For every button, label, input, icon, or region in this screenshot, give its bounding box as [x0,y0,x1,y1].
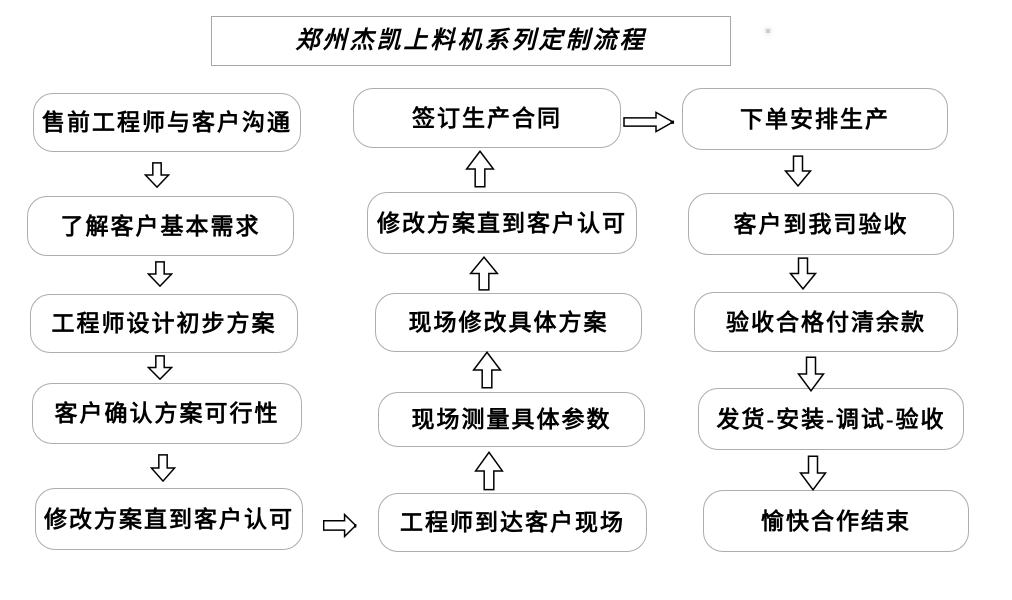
box-label: 现场修改具体方案 [408,310,609,335]
box-label: 工程师设计初步方案 [51,311,277,336]
box-label: 发货-安装-调试-验收 [716,406,946,432]
box-label: 愉快合作结束 [761,508,911,534]
box-label: 修改方案直到客户认可 [377,210,627,236]
arrow-down-icon [147,261,173,287]
box-customer-acceptance-visit: 客户到我司验收 [688,193,954,255]
arrow-down-icon [797,356,825,392]
box-presales-communication: 售前工程师与客户沟通 [33,93,301,152]
box-sign-contract: 签订生产合同 [353,88,621,148]
arrow-up-icon [472,351,502,389]
stray-dot [766,29,770,33]
title-box: 郑州杰凯上料机系列定制流程 [211,16,731,66]
arrow-up-icon [465,150,495,188]
box-place-order-production: 下单安排生产 [682,88,948,150]
box-label: 下单安排生产 [740,106,890,132]
box-label: 现场测量具体参数 [411,407,612,432]
box-label: 售前工程师与客户沟通 [42,110,292,135]
box-onsite-measure-params: 现场测量具体参数 [378,392,645,447]
arrow-down-icon [789,257,817,290]
arrow-up-icon [469,256,499,291]
box-confirm-feasibility: 客户确认方案可行性 [32,383,302,444]
box-revise-until-approved: 修改方案直到客户认可 [35,488,303,550]
page-title: 郑州杰凯上料机系列定制流程 [295,28,647,54]
arrow-right-icon [623,111,675,133]
box-ship-install-debug-accept: 发货-安装-调试-验收 [698,388,964,450]
arrow-down-icon [150,454,176,482]
box-label: 了解客户基本需求 [60,213,261,239]
box-engineer-arrives-site: 工程师到达客户现场 [378,493,647,552]
arrow-down-icon [147,355,173,380]
arrow-right-icon [323,513,357,538]
arrow-down-icon [799,455,827,491]
box-label: 修改方案直到客户认可 [44,506,294,532]
box-happy-cooperation-end: 愉快合作结束 [703,490,969,552]
box-label: 验收合格付清余款 [726,309,926,335]
box-initial-design: 工程师设计初步方案 [30,294,298,353]
box-onsite-revise-plan: 现场修改具体方案 [375,293,642,352]
box-label: 工程师到达客户现场 [400,510,625,535]
box-revise-until-approved-2: 修改方案直到客户认可 [367,192,637,254]
box-understand-needs: 了解客户基本需求 [27,196,294,256]
box-pay-balance: 验收合格付清余款 [694,292,958,352]
arrow-down-icon [784,155,812,187]
box-label: 客户确认方案可行性 [54,401,280,426]
arrow-down-icon [144,162,170,188]
arrow-up-icon [474,451,504,491]
box-label: 签订生产合同 [412,105,562,131]
box-label: 客户到我司验收 [733,211,909,237]
